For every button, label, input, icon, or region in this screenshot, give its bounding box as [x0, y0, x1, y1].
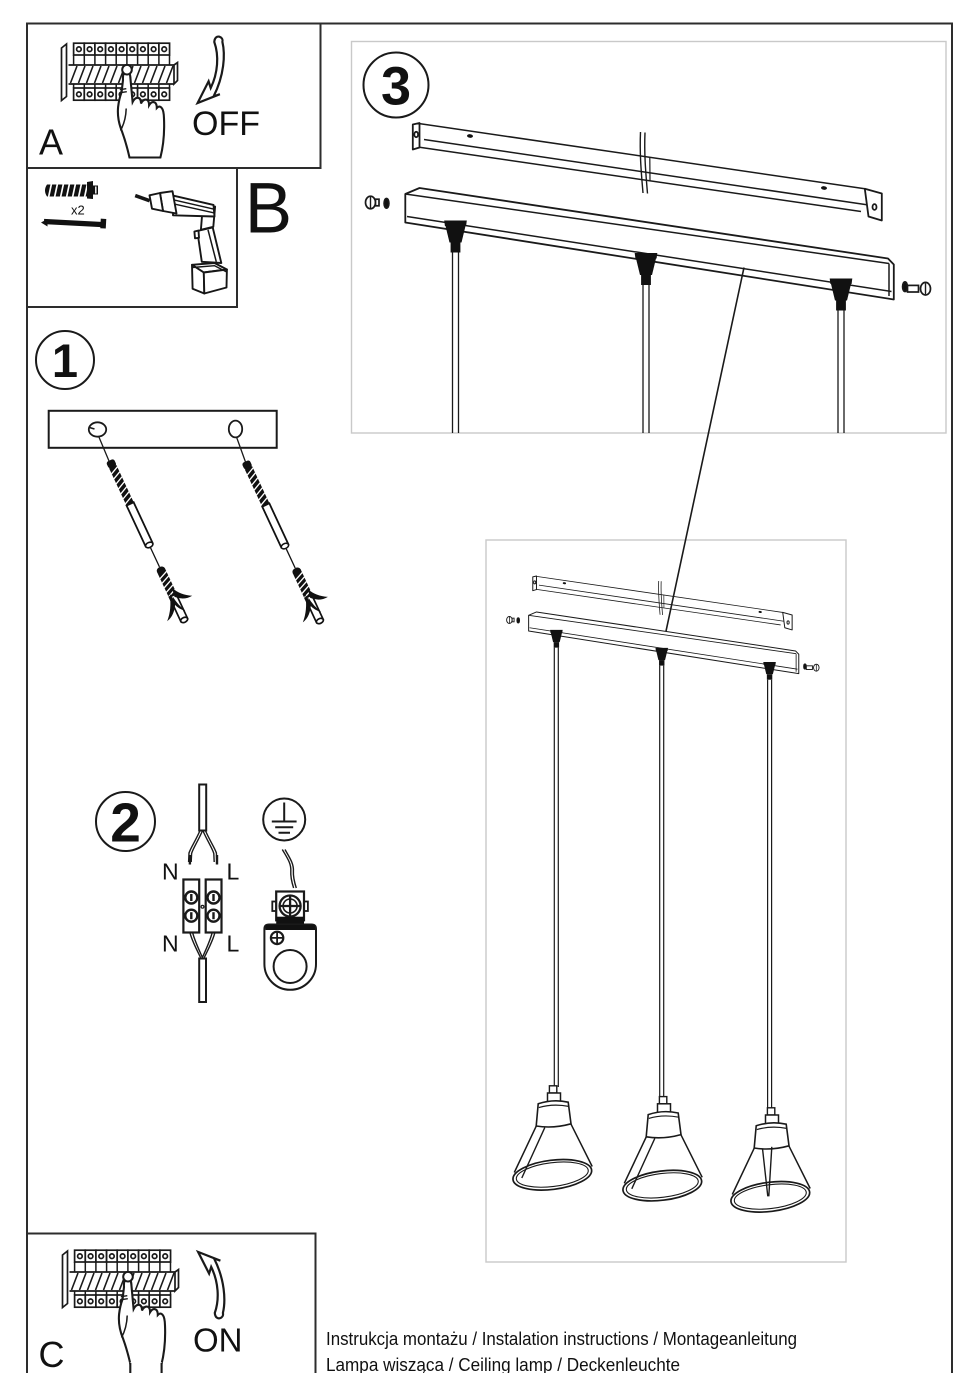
svg-text:N: N: [162, 859, 179, 885]
svg-text:B: B: [245, 170, 292, 249]
svg-text:L: L: [227, 931, 240, 957]
svg-text:2: 2: [110, 792, 141, 854]
svg-text:3: 3: [381, 57, 411, 117]
svg-text:Lampa wisząca / Ceiling lamp /: Lampa wisząca / Ceiling lamp / Deckenleu…: [326, 1354, 680, 1373]
svg-text:x2: x2: [71, 203, 85, 218]
svg-text:OFF: OFF: [192, 105, 260, 143]
svg-text:1: 1: [52, 334, 78, 387]
svg-text:C: C: [39, 1334, 65, 1373]
svg-text:ON: ON: [193, 1322, 243, 1359]
svg-text:A: A: [39, 122, 63, 163]
svg-text:L: L: [227, 859, 240, 885]
svg-text:Instrukcja montażu / Instalati: Instrukcja montażu / Instalation instruc…: [326, 1328, 797, 1349]
svg-text:N: N: [162, 931, 179, 957]
